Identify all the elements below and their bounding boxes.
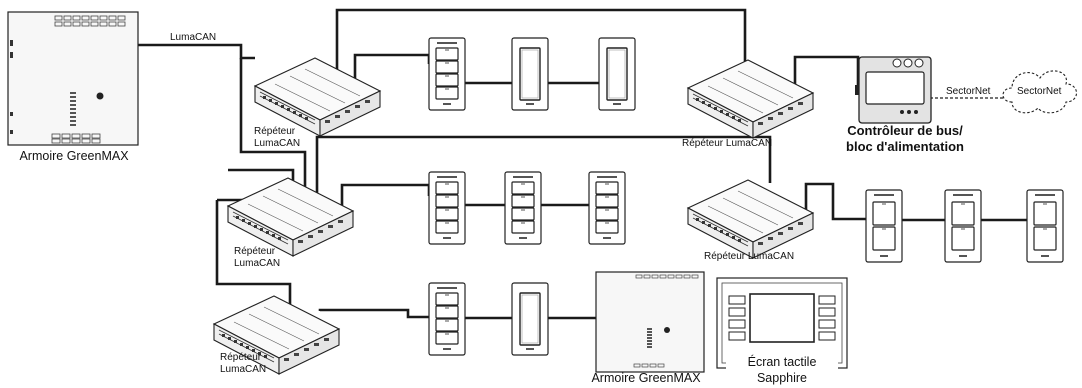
greenmax-cabinet-icon (7, 11, 139, 146)
repeater-3-icon (227, 177, 354, 257)
sectornet-cloud-icon (1002, 70, 1078, 114)
sectornet-link-label: SectorNet (946, 86, 991, 97)
repeater-4-label: Répéteur LumaCAN (704, 251, 795, 262)
controller-label-line2: bloc d'alimentation (846, 139, 964, 154)
repeater-3-label-line1: Répéteur (234, 246, 276, 257)
keypad-icon (428, 171, 466, 245)
sapphire-touchscreen-icon (716, 277, 848, 369)
repeater-3-label-line2: LumaCAN (234, 258, 281, 269)
keypad-icon (1026, 189, 1064, 263)
switch-icon (598, 37, 636, 111)
armoire-top-label: Armoire GreenMAX (19, 149, 129, 163)
keypad-icon (865, 189, 903, 263)
controller-label-line1: Contrôleur de bus/ (847, 123, 963, 138)
switch-icon (511, 37, 549, 111)
repeater-4-icon (687, 179, 814, 259)
bus-controller-icon (855, 56, 932, 124)
repeater-5-label-line2: LumaCAN (220, 364, 267, 375)
repeater-1-label-line1: Répéteur (254, 126, 296, 137)
switch-icon (511, 282, 549, 356)
greenmax-cabinet-bottom-icon (595, 271, 705, 373)
bus-wires (130, 8, 1027, 320)
repeater-1-label-line2: LumaCAN (254, 138, 301, 149)
keypad-icon (428, 37, 466, 111)
touchscreen-label-line2: Sapphire (756, 371, 808, 385)
keypad-icon (428, 282, 466, 356)
keypad-icon (588, 171, 626, 245)
repeater-5-label-line1: Répéteur (220, 352, 262, 363)
keypad-icon (944, 189, 982, 263)
repeater-2-label: Répéteur LumaCAN (682, 138, 773, 149)
repeater-1-icon (254, 57, 381, 137)
sectornet-cloud-label: SectorNet (1017, 86, 1062, 97)
keypad-icon (504, 171, 542, 245)
armoire-bottom-label: Armoire GreenMAX (591, 371, 701, 385)
lumacan-bus-label: LumaCAN (170, 32, 217, 43)
touchscreen-label-line1: Écran tactile (726, 355, 838, 370)
